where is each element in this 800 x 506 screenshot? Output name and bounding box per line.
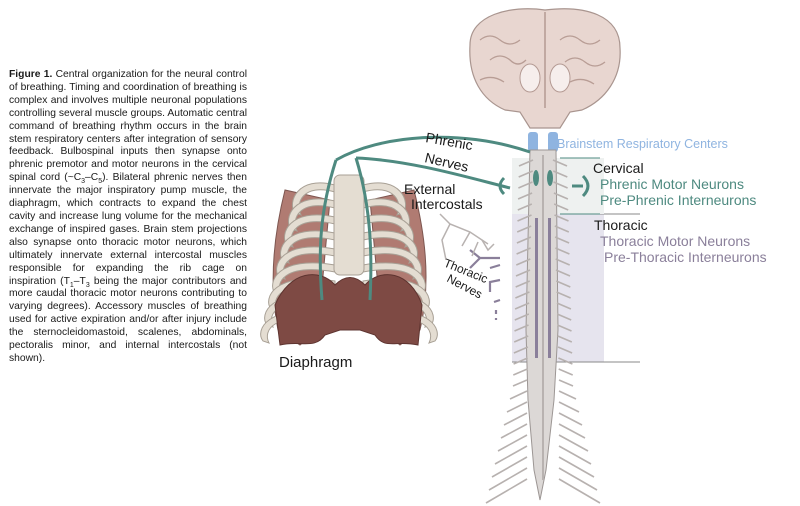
nerve-root: [552, 170, 568, 178]
nerve-root: [557, 335, 573, 343]
nerve-root: [515, 291, 530, 299]
thoracic-column-right: [548, 218, 551, 358]
nerve-root: [558, 467, 598, 491]
nerve-root: [555, 247, 570, 255]
nerve-root: [488, 467, 528, 491]
nerve-root: [513, 335, 529, 343]
figure-label: Figure 1.: [9, 69, 53, 80]
caption-dash-1: –C: [85, 172, 99, 184]
nerve-root: [553, 181, 568, 189]
nerve-root: [513, 346, 529, 354]
nerve-root: [518, 159, 534, 167]
nerve-root: [558, 390, 577, 400]
nerve-root: [557, 324, 572, 332]
nerve-root: [514, 324, 529, 332]
nerve-root: [517, 214, 532, 222]
label-thoracic: Thoracic: [594, 217, 648, 233]
nerve-root: [512, 379, 528, 387]
nerve-root: [503, 412, 528, 426]
nerve-root: [558, 379, 574, 387]
rib: [362, 246, 422, 280]
rib: [276, 246, 336, 280]
nerve-root: [516, 247, 531, 255]
nerve-root: [517, 192, 533, 200]
nerve-root: [558, 401, 580, 413]
nerve-root: [517, 203, 533, 211]
thoracic-column-left: [535, 218, 538, 358]
nerve-root: [515, 258, 531, 266]
nerve-root: [554, 236, 570, 244]
caption-sub-t3: 3: [85, 281, 90, 289]
nerve-root: [553, 203, 569, 211]
cervical-connector: [560, 157, 600, 215]
nerve-root: [558, 434, 589, 452]
caption-text-3: being the major contributors and more ca…: [9, 275, 248, 364]
caption-sub-c3: 3: [81, 178, 86, 186]
caption-dash-2: –T: [73, 275, 86, 287]
brainstem-center-left: [528, 132, 538, 152]
phrenic-nerves: [318, 135, 531, 301]
label-cervical: Cervical: [593, 160, 644, 176]
nerve-root: [558, 456, 595, 478]
nerve-root: [516, 225, 532, 233]
brain: [469, 8, 621, 129]
figure-caption: Figure 1. Central organization for the n…: [9, 69, 247, 366]
nerve-root: [516, 236, 532, 244]
label-pre-phrenic: Pre-Phrenic Interneurons: [600, 192, 756, 208]
nerve-root: [494, 445, 528, 465]
nerve-root: [515, 269, 531, 277]
label-pre-thoracic: Pre-Thoracic Interneurons: [604, 249, 767, 265]
label-external: External: [404, 181, 455, 197]
caption-text-1: Central organization for the neural cont…: [9, 69, 247, 184]
nerve-root: [555, 280, 571, 288]
label-phrenic-motor: Phrenic Motor Neurons: [600, 176, 744, 192]
nerve-root: [555, 269, 571, 277]
label-brainstem: Brainstem Respiratory Centers: [557, 137, 728, 151]
nerve-root: [557, 346, 573, 354]
label-intercostals: Intercostals: [411, 196, 483, 212]
label-thoracic-motor: Thoracic Motor Neurons: [600, 233, 750, 249]
nerve-root: [558, 445, 592, 465]
nerve-root: [555, 258, 571, 266]
cervical-hook-left: [498, 176, 506, 196]
label-diaphragm: Diaphragm: [279, 354, 352, 371]
cervical-hook-right: [572, 174, 590, 198]
nerve-root: [509, 390, 528, 400]
nerve-root: [514, 313, 530, 321]
nerve-root: [497, 434, 528, 452]
nerve-root: [553, 192, 569, 200]
nerve-root: [514, 302, 530, 310]
nerve-root: [512, 368, 528, 376]
nerve-root: [518, 170, 534, 178]
nerve-root: [518, 181, 533, 189]
caption-sub-t1: 1: [69, 281, 74, 289]
nerve-root: [552, 159, 568, 167]
diaphragm-muscle: [274, 274, 423, 346]
nerve-root: [558, 357, 573, 365]
spinal-column: [525, 149, 559, 501]
intercostal-nerve-branches: [439, 213, 495, 261]
nerve-root: [558, 478, 601, 504]
phrenic-pool-left: [533, 170, 539, 186]
nerve-root: [556, 291, 571, 299]
nerve-root: [500, 423, 528, 439]
nerve-root: [554, 214, 569, 222]
nerve-root: [556, 302, 572, 310]
spinal-nerve-roots: [485, 159, 601, 504]
caption-sub-c5: 5: [98, 178, 103, 186]
nerve-root: [558, 423, 586, 439]
nerve-root: [515, 280, 531, 288]
nerve-root: [558, 368, 574, 376]
nerve-root: [513, 357, 528, 365]
phrenic-pool-right: [547, 170, 553, 186]
nerve-root: [558, 412, 583, 426]
nerve-root: [556, 313, 572, 321]
brainstem-center-right: [548, 132, 558, 152]
nerve-root: [506, 401, 528, 413]
nerve-root: [491, 456, 528, 478]
nerve-root: [485, 478, 528, 504]
caption-text-2: ). Bilateral phrenic nerves then innerva…: [9, 172, 247, 287]
nerve-root: [554, 225, 570, 233]
